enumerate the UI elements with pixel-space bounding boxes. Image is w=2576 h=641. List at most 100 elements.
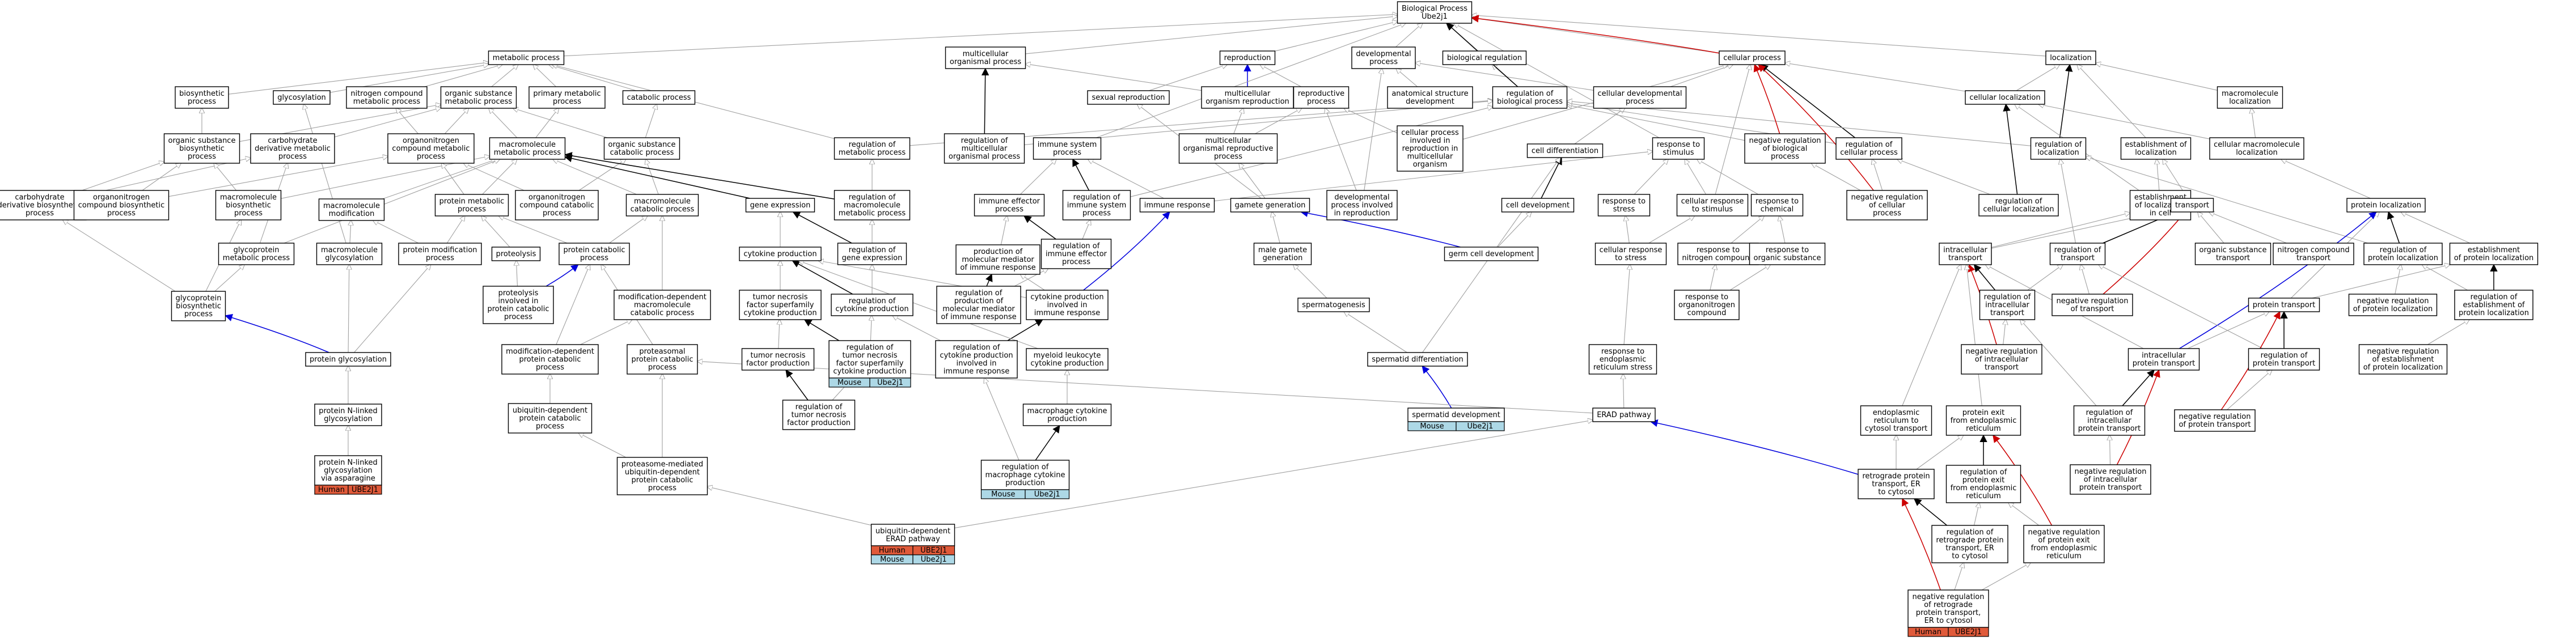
go-term-node-erad[interactable]: ERAD pathway xyxy=(1592,407,1656,422)
go-term-node-transport[interactable]: transport xyxy=(2170,198,2214,213)
go-term-node-gcd[interactable]: germ cell development xyxy=(1444,247,1539,261)
go-term-node-cloc[interactable]: cellular localization xyxy=(1965,90,2045,105)
go-term-node-locz[interactable]: localization xyxy=(2045,50,2096,65)
go-term-node-sdiff[interactable]: spermatid differentiation xyxy=(1367,352,1468,367)
go-term-node-glycos[interactable]: glycosylation xyxy=(273,90,331,105)
go-term-node-metab[interactable]: metabolic process xyxy=(488,50,565,65)
go-term-node-cytprod[interactable]: cytokine production xyxy=(739,247,822,261)
go-term-node-prottrans[interactable]: protein transport xyxy=(2248,298,2320,312)
go-term-node-celldev[interactable]: cell development xyxy=(1501,198,1575,213)
go-term-node-cdiff[interactable]: cell differentiation xyxy=(1526,143,1604,158)
go-term-node-repro[interactable]: reproduction xyxy=(1219,50,1276,65)
go-term-node-geneexp[interactable]: gene expression xyxy=(745,198,815,213)
go-term-node-bioreg[interactable]: biological regulation xyxy=(1442,50,1527,65)
go-term-node-protloc[interactable]: protein localization xyxy=(2346,198,2426,213)
go-term-node-sdev[interactable]: spermatid development xyxy=(1407,407,1505,422)
go-term-node-protglyc[interactable]: protein glycosylation xyxy=(305,352,391,367)
go-term-node-irsp[interactable]: immune response xyxy=(1139,198,1215,213)
go-term-node-sexrep[interactable]: sexual reproduction xyxy=(1087,90,1170,105)
